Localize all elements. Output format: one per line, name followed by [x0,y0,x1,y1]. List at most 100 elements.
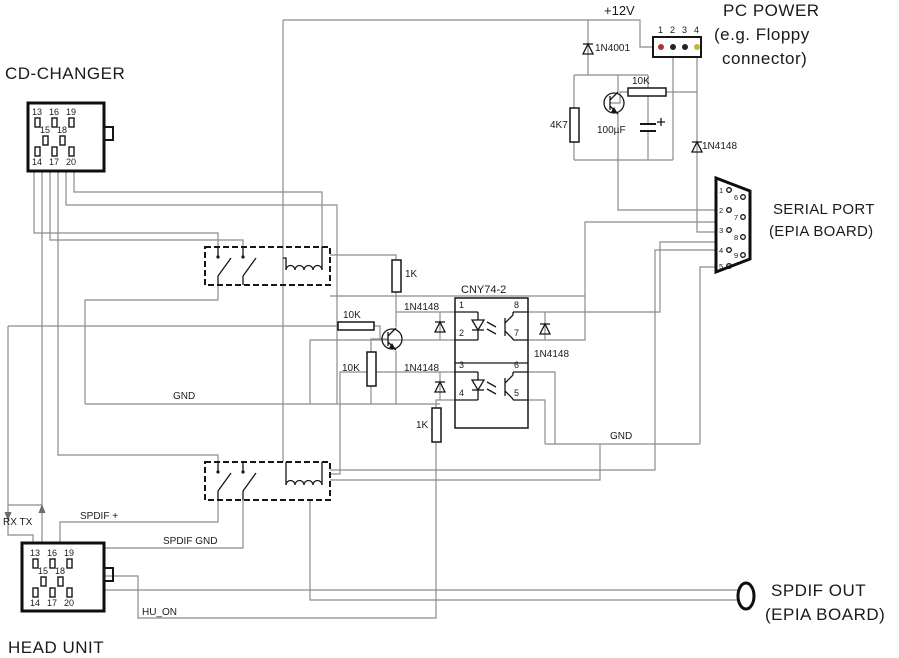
wire-cd-relay2 [57,171,219,462]
cd-changer-tab [103,126,114,141]
db9-pin-number: 9 [734,251,738,260]
diode-d5 [538,322,552,335]
opto-light2-arrows [486,381,497,395]
wire-opto-pin5 [528,399,546,444]
diode-d2-label: 1N4148 [702,141,737,152]
cd-changer-body [26,101,106,173]
capacitor-c1-plus [657,118,665,126]
capacitor-c1-label: 100µF [597,125,626,136]
db9-pin-number: 2 [719,206,723,215]
db9-pin-hole [740,214,746,220]
resistor-r2 [569,107,580,143]
diode-d4 [433,380,447,393]
wire-r4-base [374,325,388,340]
pin-slot [68,117,75,128]
floppy-pin-dot [670,44,676,50]
spdif-out-title-2: (EPIA BOARD) [765,605,885,624]
db9-pin-hole [726,187,732,193]
hu-pin: 17 [47,598,57,608]
relay1-contact-dot [216,255,220,259]
db9-pin-hole [740,194,746,200]
relay1-coil [285,264,323,271]
db9-pin-number: 3 [719,226,723,235]
diode-d4-label: 1N4148 [404,363,439,374]
resistor-r3-label: 1K [405,269,418,280]
opto-led1-leads [455,311,479,341]
db9-pin-hole [740,234,746,240]
cd-changer-title: CD-CHANGER [5,64,125,83]
optocoupler-cny74: 1 2 3 4 8 7 6 5 [454,297,529,429]
floppy-pin-number: 1 [658,25,663,35]
resistor-r5 [366,351,377,387]
wire-cd-relay1-a [33,171,219,247]
gnd-left-label: GND [173,391,195,402]
resistor-r3 [391,259,402,293]
opto-label: CNY74-2 [461,284,506,296]
transistor-t1-arrow [611,107,618,114]
opto-light1-arrows [486,321,497,335]
opto-pin-number: 7 [514,328,519,338]
hu-pin: 13 [30,548,40,558]
db9-pin-number: 7 [734,213,738,222]
head-unit-title: HEAD UNIT [8,638,104,657]
serial-port-connector: 1 2 3 4 5 6 7 8 9 [714,175,752,275]
diode-d3-triangle [433,320,447,333]
relay1-outline [204,246,331,286]
spdif-out-title-1: SPDIF OUT [771,581,866,600]
pin-slot [32,558,39,569]
floppy-pin-number: 4 [694,25,699,35]
wire-floppy-p4 [696,57,716,233]
wire-relay2-out1 [330,249,716,471]
spdif-gnd-label: SPDIF GND [163,536,217,547]
transistor-t2-arrow [389,343,396,350]
relay2-switch-blades [217,472,257,492]
relay2-outline [204,461,331,501]
wire-relay1-gnd [84,285,219,404]
relay1-switch-blades [217,257,257,277]
relay2-switch-stubs [217,462,244,500]
db9-pin-hole [740,252,746,258]
head-unit-tab [103,567,114,582]
serial-port-title-1: SERIAL PORT [773,201,875,218]
relay-1 [204,246,331,286]
gnd-right-label: GND [610,431,632,442]
hu-pin: 15 [38,566,48,576]
floppy-pin-dot [658,44,664,50]
cd-pin: 19 [66,107,76,117]
diode-d5-label: 1N4148 [534,349,569,360]
hu-on-label: HU_ON [142,607,177,618]
wire-opto-pin7 [528,221,716,341]
resistor-r4 [337,321,375,331]
db9-pin-number: 5 [719,262,723,271]
hu-pin: 18 [55,566,65,576]
relay2-contact-dot [216,470,220,474]
pin-slot [57,576,64,587]
relay-2 [204,461,331,501]
opto-pt2 [504,371,528,401]
wire-hu-on [104,442,437,619]
relay2-contact-dot [241,470,245,474]
db9-pin-hole [726,263,732,269]
cd-pin: 20 [66,157,76,167]
wire-opto-pin6 [528,371,556,444]
pc-power-title-2: (e.g. Floppy [714,25,810,44]
diode-d1-label: 1N4001 [595,43,630,54]
db9-pin-hole [726,247,732,253]
transistor-t1 [603,91,625,115]
pin-slot [51,146,58,157]
opto-pt1 [504,311,528,341]
opto-pin-number: 4 [459,388,464,398]
transistor-t2 [381,327,403,351]
pin-slot [66,587,73,598]
pin-slot [40,576,47,587]
relay2-coil [285,479,323,486]
rx-tx-label: RX TX [3,517,33,528]
wire-opto-pin8 [528,241,716,313]
cd-pin: 16 [49,107,59,117]
diode-d5-triangle [538,322,552,335]
db9-pin-number: 1 [719,186,723,195]
discrete-components: 1N4001 10K 4K7 100µF 1N4148 1K 10K [337,42,737,443]
wire-t1-emitter [617,114,716,211]
